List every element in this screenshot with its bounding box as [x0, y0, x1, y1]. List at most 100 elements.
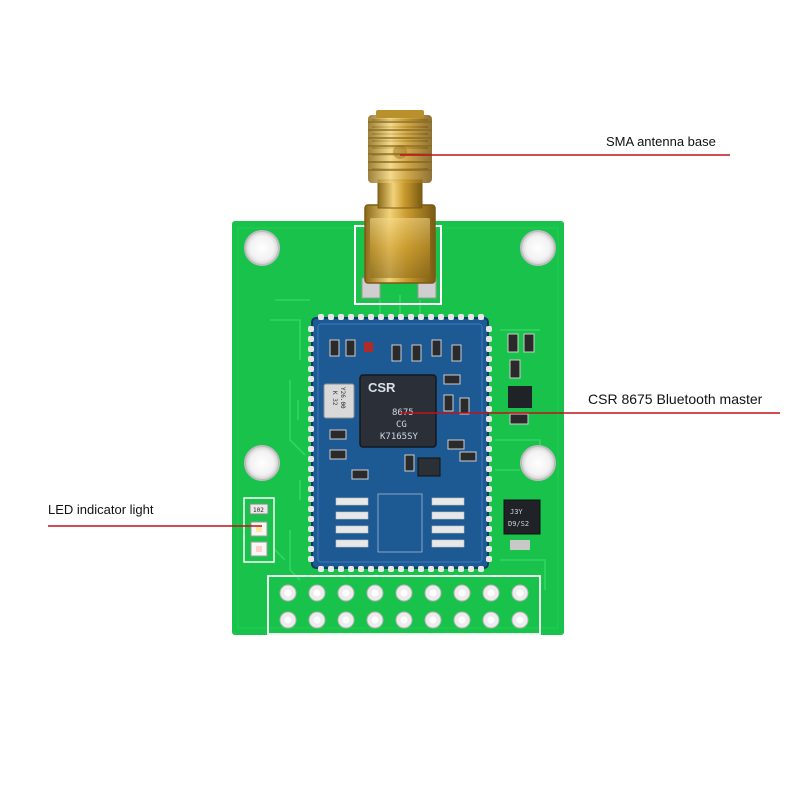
- module-pad: [308, 336, 314, 342]
- module-pad: [308, 556, 314, 562]
- module-pad: [486, 376, 492, 382]
- module-pad: [486, 536, 492, 542]
- crystal-line2: K 32: [331, 391, 338, 406]
- module-pad: [486, 326, 492, 332]
- module-pad: [388, 314, 394, 320]
- module-pad: [308, 396, 314, 402]
- module-pad: [308, 496, 314, 502]
- module-pad: [308, 546, 314, 552]
- module-pad: [468, 314, 474, 320]
- csr-chip: [359, 374, 437, 448]
- module-pad: [458, 314, 464, 320]
- module-pad: [486, 556, 492, 562]
- module-pad: [338, 314, 344, 320]
- module-pad: [486, 386, 492, 392]
- module-pad: [468, 566, 474, 572]
- header-pin-hole: [516, 616, 524, 624]
- module-pad: [486, 456, 492, 462]
- header-pin-hole: [429, 589, 437, 597]
- module-pad: [486, 396, 492, 402]
- module-pad: [358, 314, 364, 320]
- csr-label: CSR 8675 Bluetooth master: [588, 391, 763, 407]
- module-pad: [486, 526, 492, 532]
- module-pad: [308, 516, 314, 522]
- module-pad: [428, 314, 434, 320]
- module-pad: [486, 436, 492, 442]
- module-pad: [486, 366, 492, 372]
- crystal-line1: Y26.00: [339, 387, 346, 409]
- module-pad: [438, 314, 444, 320]
- module-pad: [308, 456, 314, 462]
- header-pin-hole: [400, 589, 408, 597]
- module-pad: [486, 496, 492, 502]
- module-pad: [478, 566, 484, 572]
- chip-brand: CSR: [368, 380, 396, 395]
- header-pin-hole: [284, 616, 292, 624]
- module-pad: [308, 376, 314, 382]
- module-pad: [318, 314, 324, 320]
- module-pad: [448, 314, 454, 320]
- module-pad: [308, 506, 314, 512]
- right-components: J3Y D9/S2: [503, 333, 541, 550]
- module-pad: [308, 346, 314, 352]
- module-pad: [486, 506, 492, 512]
- module-pad: [348, 314, 354, 320]
- module-pad: [308, 446, 314, 452]
- module-pad: [308, 386, 314, 392]
- module-pad: [486, 346, 492, 352]
- module-pad: [308, 326, 314, 332]
- module-pad: [308, 526, 314, 532]
- module-pad: [308, 426, 314, 432]
- header-pin-hole: [400, 616, 408, 624]
- module-pad: [486, 336, 492, 342]
- regulator-top-text: J3Y: [510, 508, 523, 516]
- module-pad: [328, 314, 334, 320]
- module-pad: [486, 426, 492, 432]
- header-pin-hole: [458, 589, 466, 597]
- module-pad: [398, 314, 404, 320]
- module-pad: [438, 566, 444, 572]
- module-pad: [458, 566, 464, 572]
- module-pad: [486, 546, 492, 552]
- module-pad: [418, 314, 424, 320]
- module-pad: [308, 436, 314, 442]
- bluetooth-module: CSR 8675 CG K7165SY Y26.00 K 32: [308, 314, 492, 572]
- crystal: [323, 383, 355, 419]
- pcb-traces: [269, 295, 546, 590]
- module-pad: [378, 566, 384, 572]
- led-label: LED indicator light: [48, 502, 154, 517]
- regulator: [503, 499, 541, 535]
- module-pad: [338, 566, 344, 572]
- mounting-hole-top-right: [520, 230, 556, 266]
- module-pad: [408, 566, 414, 572]
- module-pad: [486, 356, 492, 362]
- led-resistor-text: 102: [253, 507, 264, 514]
- module-pad: [486, 476, 492, 482]
- module-pad: [308, 476, 314, 482]
- chip-line3: K7165SY: [380, 432, 419, 442]
- module-pad: [308, 406, 314, 412]
- header-pin-hole: [487, 589, 495, 597]
- module-pad: [308, 486, 314, 492]
- regulator-bottom-text: D9/S2: [508, 520, 529, 528]
- module-pad: [308, 466, 314, 472]
- module-pad: [388, 566, 394, 572]
- module-pad: [408, 314, 414, 320]
- header-pin-hole: [342, 589, 350, 597]
- module-pad: [308, 356, 314, 362]
- module-pad: [486, 446, 492, 452]
- module-pad: [398, 566, 404, 572]
- header-pin-hole: [284, 589, 292, 597]
- mounting-hole-mid-left: [244, 445, 280, 481]
- header-pin-hole: [429, 616, 437, 624]
- sma-label: SMA antenna base: [606, 134, 716, 149]
- header-pin-hole: [371, 616, 379, 624]
- module-pad: [308, 416, 314, 422]
- mounting-hole-mid-right: [520, 445, 556, 481]
- module-pad: [358, 566, 364, 572]
- module-pad: [478, 314, 484, 320]
- module-pad: [308, 366, 314, 372]
- header-pin-hole: [342, 616, 350, 624]
- header-pin-hole: [313, 589, 321, 597]
